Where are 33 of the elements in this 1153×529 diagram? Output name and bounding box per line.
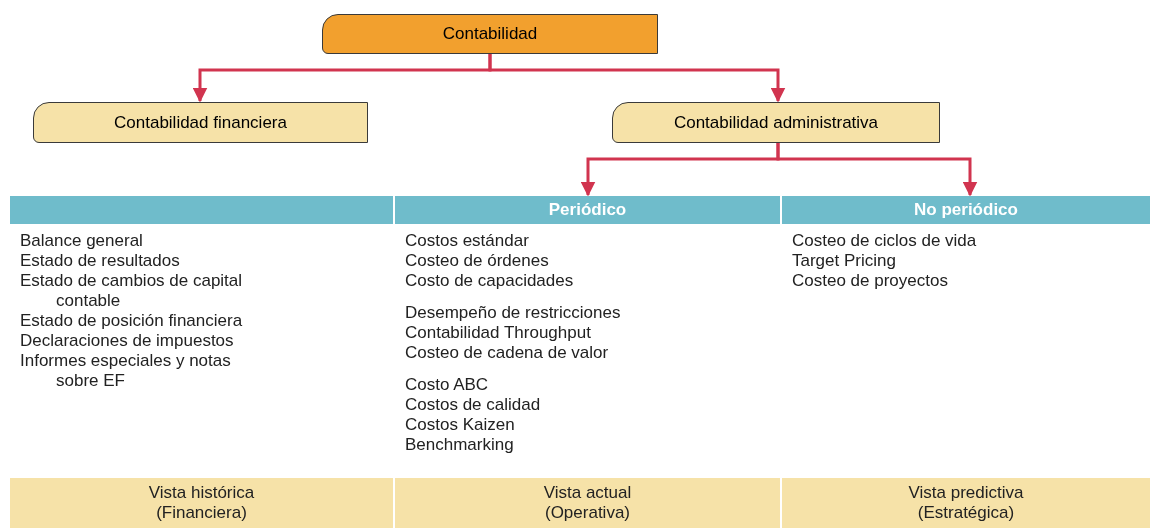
- header-band: [10, 196, 393, 224]
- list-item: Informes especiales y notas sobre EF: [20, 351, 232, 391]
- process-box: Contabilidad administrativa: [612, 102, 940, 143]
- list-item: Estado de cambios de capital contable: [20, 271, 244, 311]
- list-item: Costos Kaizen: [405, 415, 516, 435]
- arrow: [488, 54, 786, 103]
- header-band: Periódico: [395, 196, 780, 224]
- list-item: Estado de resultados: [20, 251, 181, 271]
- list-item: Estado de posición financiera: [20, 311, 244, 331]
- list-item: Desempeño de restricciones: [405, 303, 622, 323]
- view-label: Vista predictiva: [908, 483, 1024, 503]
- view-label: (Estratégica): [917, 503, 1015, 523]
- list-item: Declaraciones de impuestos: [20, 331, 235, 351]
- list-item: Costos estándar: [405, 231, 530, 251]
- process-box: Contabilidad: [322, 14, 658, 54]
- list-item: Contabilidad Throughput: [405, 323, 592, 343]
- list-item: Costeo de órdenes: [405, 251, 550, 271]
- list-item: Costeo de cadena de valor: [405, 343, 610, 363]
- header-band: No periódico: [782, 196, 1150, 224]
- list-item: Target Pricing: [792, 251, 897, 271]
- view-label: (Financiera): [156, 503, 247, 523]
- view-label: Vista histórica: [148, 483, 255, 503]
- view-label: Vista actual: [543, 483, 632, 503]
- list-item: Benchmarking: [405, 435, 515, 455]
- list-item: Costo de capacidades: [405, 271, 575, 291]
- process-box: Contabilidad financiera: [33, 102, 368, 143]
- arrow: [776, 143, 978, 197]
- list-item: Balance general: [20, 231, 144, 251]
- view-label: (Operativa): [545, 503, 630, 523]
- list-item: Costos de calidad: [405, 395, 542, 415]
- list-item: Costeo de ciclos de vida: [792, 231, 978, 251]
- list-item: Costo ABC: [405, 375, 490, 395]
- list-item: Costeo de proyectos: [792, 271, 949, 291]
